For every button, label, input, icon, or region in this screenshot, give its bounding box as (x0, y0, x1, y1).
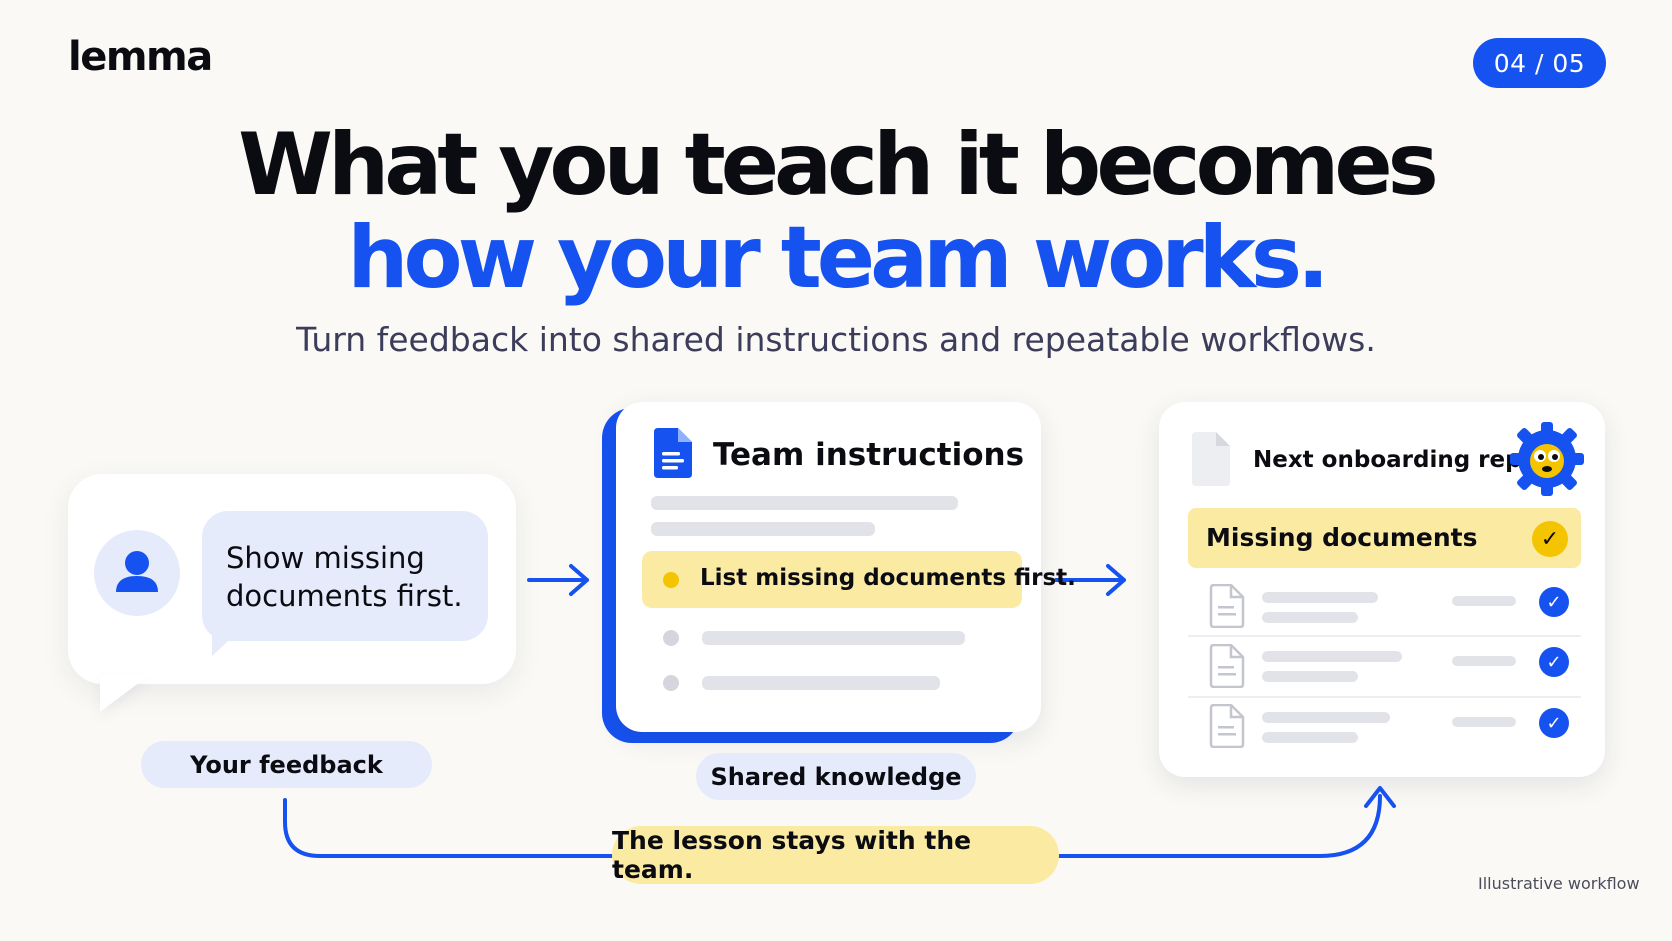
document-icon (654, 428, 692, 478)
bullet-dot (663, 572, 679, 588)
placeholder-line (1262, 712, 1390, 723)
placeholder-line (702, 676, 940, 690)
placeholder-line (1262, 671, 1358, 682)
feedback-text-line-2: documents first. (226, 579, 463, 613)
subtitle: Turn feedback into shared instructions a… (296, 320, 1376, 359)
lesson-label: The lesson stays with the team. (612, 826, 1059, 884)
file-icon (1192, 432, 1230, 486)
missing-documents-label: Missing documents (1206, 523, 1478, 552)
instruction-highlight-text: List missing documents first. (700, 565, 1076, 591)
headline-line-1: What you teach it becomes (238, 115, 1439, 215)
document-outline-icon (1209, 644, 1245, 688)
user-avatar-icon (94, 530, 180, 616)
instructions-title: Team instructions (713, 437, 1025, 473)
check-icon: ✓ (1539, 708, 1569, 738)
bubble-tail (212, 632, 238, 656)
check-icon: ✓ (1539, 587, 1569, 617)
placeholder-line (1262, 732, 1358, 743)
check-icon: ✓ (1539, 647, 1569, 677)
arrow-right-icon (1054, 564, 1126, 596)
placeholder-line (1262, 612, 1358, 623)
knowledge-label: Shared knowledge (696, 753, 976, 800)
document-outline-icon (1209, 704, 1245, 748)
placeholder-line (651, 522, 875, 536)
placeholder-line (1452, 717, 1516, 727)
row-divider (1188, 635, 1581, 637)
feedback-card-tail (100, 676, 148, 712)
document-outline-icon (1209, 584, 1245, 628)
placeholder-line (1262, 651, 1402, 662)
placeholder-line (1262, 592, 1378, 603)
gear-mascot-icon (1510, 422, 1584, 496)
report-title: Next onboarding report (1253, 447, 1560, 473)
feedback-label: Your feedback (141, 741, 432, 788)
instruction-highlight (642, 551, 1022, 608)
placeholder-line (1452, 596, 1516, 606)
placeholder-line (651, 496, 958, 510)
feedback-bubble: Show missing documents first. (202, 511, 488, 641)
footnote: Illustrative workflow (1478, 874, 1640, 893)
feedback-text-line-1: Show missing (226, 541, 425, 575)
loop-connector (283, 786, 1396, 858)
arrow-right-icon (527, 564, 589, 596)
brand-logo: lemma (68, 34, 213, 80)
row-divider (1188, 696, 1581, 698)
bullet-dot (663, 630, 679, 646)
missing-documents-row (1188, 508, 1581, 568)
placeholder-line (702, 631, 965, 645)
page-indicator: 04 / 05 (1473, 38, 1606, 88)
check-icon: ✓ (1532, 521, 1568, 557)
bullet-dot (663, 675, 679, 691)
headline-line-2: how your team works. (347, 208, 1329, 308)
placeholder-line (1452, 656, 1516, 666)
